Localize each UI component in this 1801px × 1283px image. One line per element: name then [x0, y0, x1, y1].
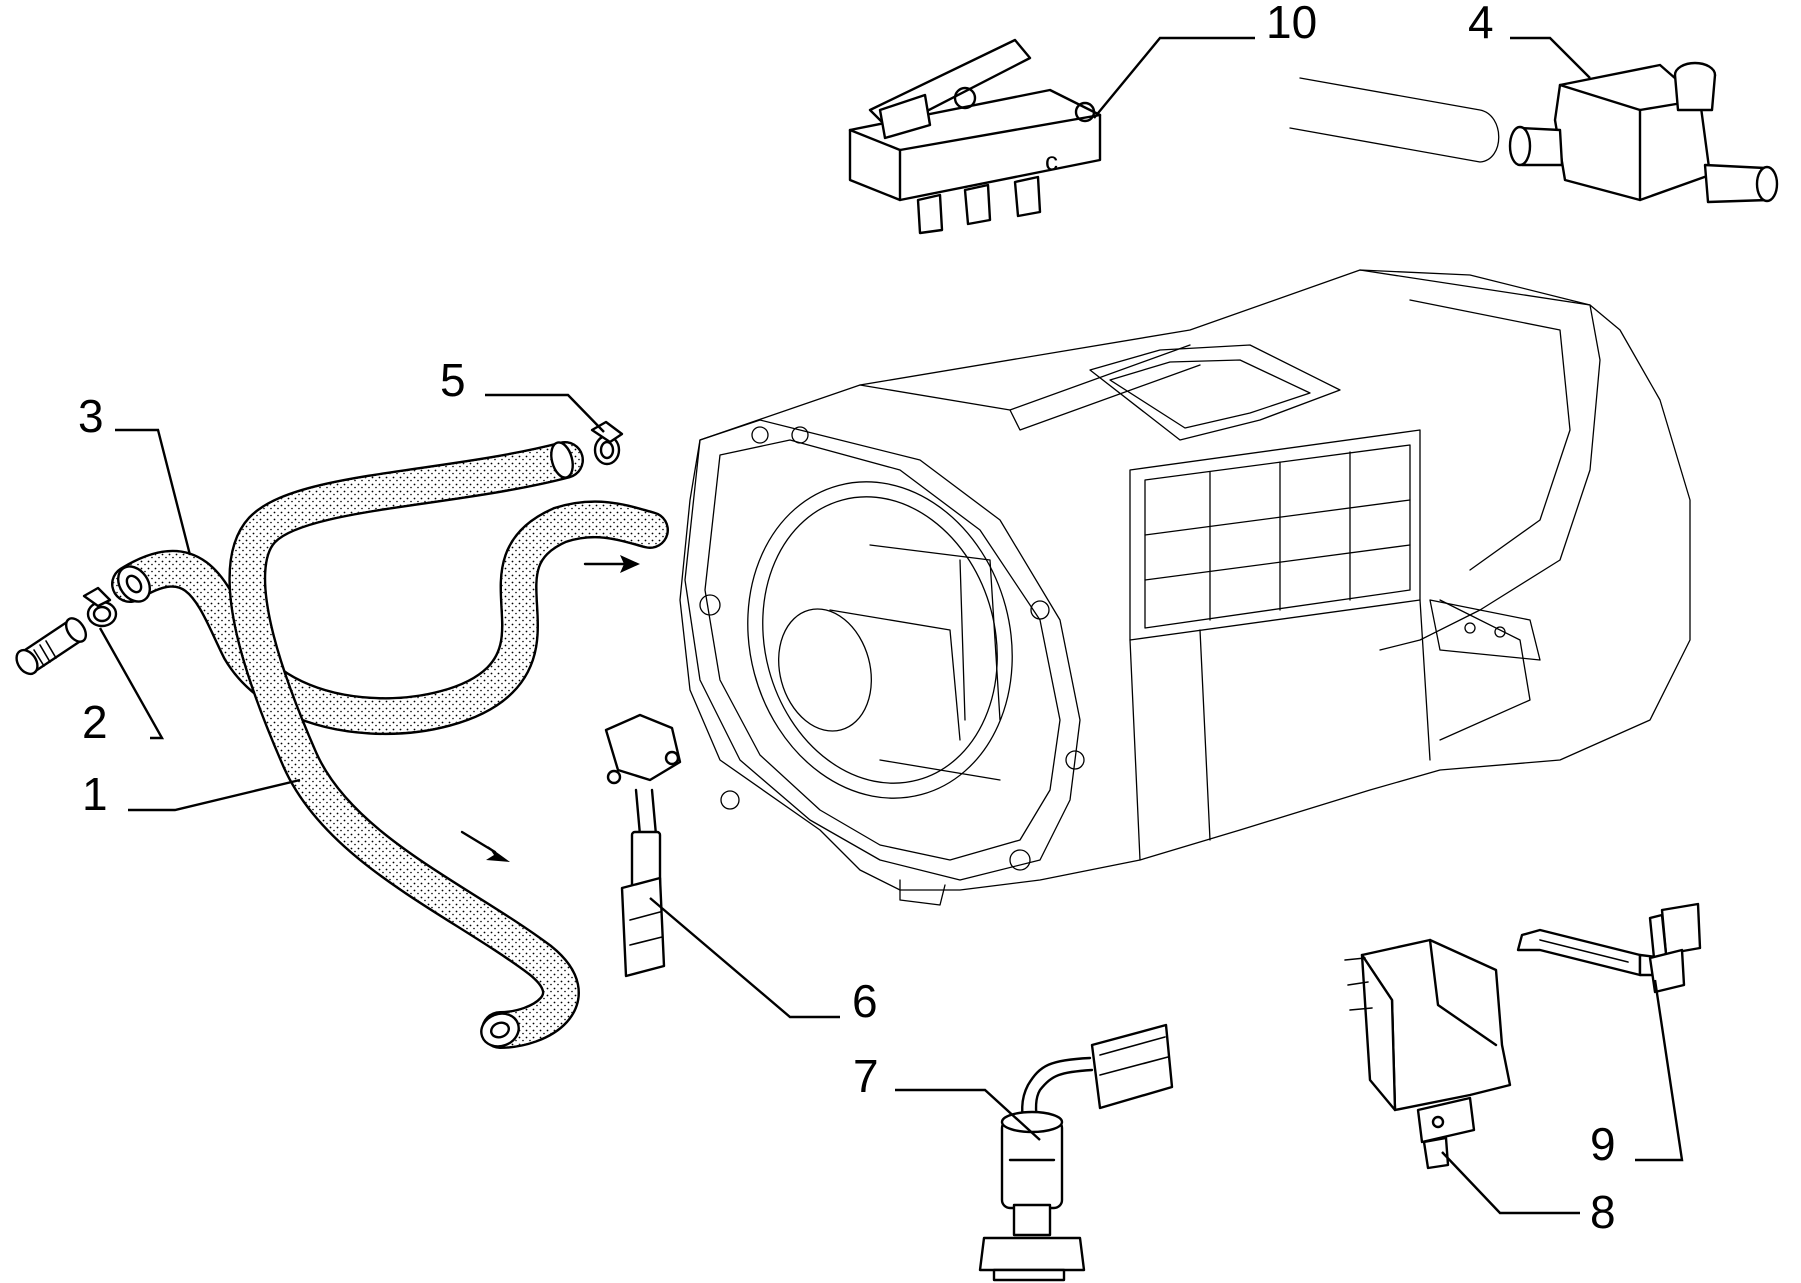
hose-clamp-5: [590, 420, 624, 466]
callout-1: 1: [82, 768, 108, 820]
leader-7: [895, 1088, 1041, 1141]
blower-resistor-8: [1344, 938, 1512, 1170]
leader-10: [1093, 36, 1255, 119]
leader-5: [485, 393, 605, 433]
hose-1: [228, 441, 584, 1049]
callout-6: 6: [852, 975, 878, 1027]
sensor-9: [1516, 902, 1702, 994]
leader-8: [1441, 1151, 1580, 1215]
switch-mark-c: c: [1045, 146, 1058, 176]
callout-3: 3: [78, 390, 104, 442]
leader-9: [1635, 979, 1684, 1162]
leader-6: [649, 897, 840, 1019]
leader-3: [115, 428, 192, 556]
sensor-7: [978, 1023, 1174, 1282]
hose-clamp-2: [82, 586, 118, 628]
water-valve-4: [1289, 61, 1779, 204]
flow-arrow-right: [583, 555, 640, 573]
leader-2: [98, 627, 165, 740]
callout-7: 7: [853, 1050, 879, 1102]
callout-4: 4: [1468, 0, 1494, 48]
callout-5: 5: [440, 354, 466, 406]
flow-arrow-down-right: [460, 830, 510, 862]
heater-unit-assembly: [679, 269, 1691, 906]
temperature-sensor-6: [604, 713, 682, 978]
hose-3: [111, 500, 669, 735]
microswitch-10: c: [848, 38, 1102, 235]
callout-labels: 1 2 3 4 5 6 7 8 9 10: [78, 0, 1616, 1238]
leader-1: [128, 778, 301, 812]
callout-8: 8: [1590, 1186, 1616, 1238]
pipe-fitting: [15, 617, 88, 676]
callout-9: 9: [1590, 1118, 1616, 1170]
callout-10: 10: [1266, 0, 1317, 48]
leader-4: [1510, 36, 1591, 79]
leader-lines: [98, 36, 1684, 1215]
callout-2: 2: [82, 696, 108, 748]
